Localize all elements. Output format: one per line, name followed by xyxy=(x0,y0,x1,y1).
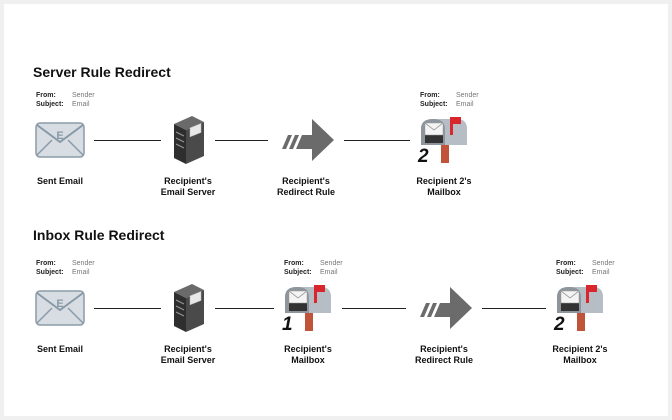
connector-line xyxy=(215,308,274,309)
redirect-arrow-icon xyxy=(416,283,472,338)
server-icon xyxy=(170,114,206,171)
mailbox-icon xyxy=(283,285,333,336)
envelope-icon: E xyxy=(34,288,86,333)
redirect-arrow-icon xyxy=(278,115,334,170)
envelope-icon: E xyxy=(34,120,86,165)
section-title: Inbox Rule Redirect xyxy=(33,227,165,243)
node-label: Sent Email xyxy=(36,344,83,354)
section-title: Server Rule Redirect xyxy=(33,64,171,80)
from-value: Sender xyxy=(72,92,95,99)
connector-line xyxy=(215,140,268,141)
subject-value: Email xyxy=(72,101,90,108)
subject-key: Subject: xyxy=(420,101,448,108)
connector-line xyxy=(344,140,410,141)
connector-line xyxy=(94,308,161,309)
svg-text:E: E xyxy=(56,130,63,142)
subject-value: Email xyxy=(456,101,474,108)
from-value: Sender xyxy=(320,260,343,267)
mailbox-number: 2 xyxy=(554,314,565,335)
connector-line xyxy=(482,308,546,309)
mailbox-number: 2 xyxy=(418,146,429,167)
connector-line xyxy=(94,140,161,141)
subject-key: Subject: xyxy=(36,269,64,276)
svg-text:E: E xyxy=(56,298,63,310)
subject-value: Email xyxy=(592,269,610,276)
subject-key: Subject: xyxy=(556,269,584,276)
mailbox-icon xyxy=(555,285,605,336)
node-label: Sent Email xyxy=(36,176,83,186)
from-key: From: xyxy=(284,260,304,267)
from-key: From: xyxy=(420,92,440,99)
server-icon xyxy=(170,282,206,339)
from-value: Sender xyxy=(592,260,615,267)
subject-value: Email xyxy=(72,269,90,276)
subject-value: Email xyxy=(320,269,338,276)
from-value: Sender xyxy=(456,92,479,99)
from-key: From: xyxy=(556,260,576,267)
connector-line xyxy=(342,308,406,309)
mailbox-icon xyxy=(419,117,469,168)
mailbox-number: 1 xyxy=(282,314,293,335)
from-key: From: xyxy=(36,92,56,99)
from-key: From: xyxy=(36,260,56,267)
subject-key: Subject: xyxy=(284,269,312,276)
from-value: Sender xyxy=(72,260,95,267)
subject-key: Subject: xyxy=(36,101,64,108)
